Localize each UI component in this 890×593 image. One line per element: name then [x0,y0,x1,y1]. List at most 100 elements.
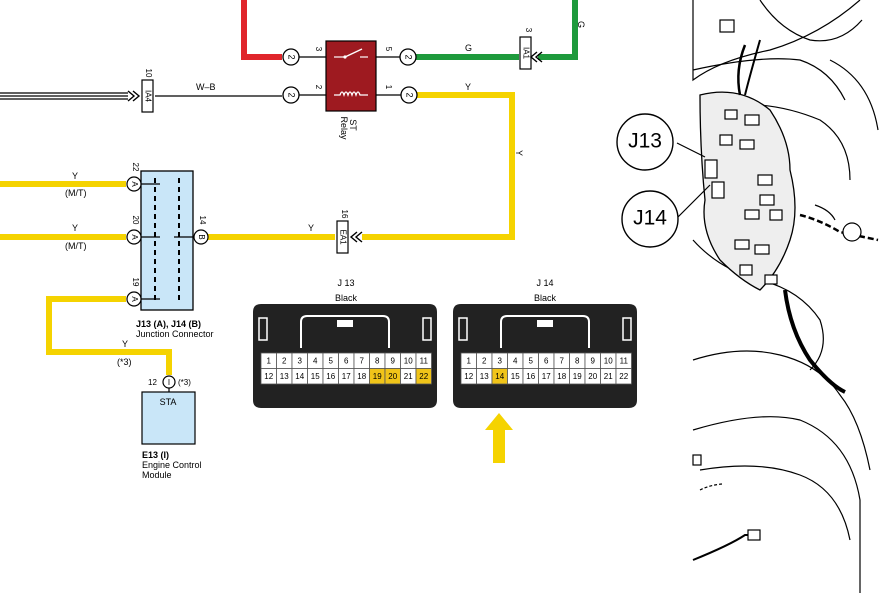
callout-j14-label: J14 [633,207,667,230]
connector-latch [500,315,590,348]
connector-pin-number: 18 [557,372,566,381]
connector-ea1-pin: 16 [340,210,349,219]
relay-terminal-red: 2 [282,48,300,66]
wires [0,0,578,375]
ecm-name-2: Module [142,470,172,480]
connector-ia4-pin: 10 [144,69,153,78]
callout-j13: J13 [616,113,674,171]
callout-j14: J14 [621,190,679,248]
wire-label-g-mid: G [465,43,472,53]
wire-label-wb: W–B [196,82,216,92]
ecm-body [141,391,196,445]
relay-terminal-yellow: 2 [400,86,418,104]
connector-pin-number: 18 [357,372,366,381]
connector-ia4: IA4 10 [127,69,154,113]
ecm-terminal: STA [160,397,177,407]
ecm-pin: 12 [148,378,157,387]
connector-pin-number: 3 [498,356,503,365]
junction-pin-14: 14 [198,216,207,225]
relay-terminal-green-num: 2 [404,54,414,59]
connector-pin-number: 21 [404,372,413,381]
connector-pin-number: 8 [575,356,580,365]
connector-pin-number: 9 [591,356,596,365]
wb-wire [0,92,282,100]
junction-letter-a22: A [130,181,139,187]
connector-pin-number: 11 [420,356,429,365]
wire-label-y-sta-note: (*3) [117,357,132,367]
wire-label-y-relay: Y [465,82,471,92]
connector-pin-number: 22 [619,372,628,381]
connector-pin-number: 5 [529,356,534,365]
relay-terminal-black-num: 2 [287,92,297,97]
connector-pin-number: 17 [542,372,551,381]
wire-label-g-top: G [576,21,586,28]
relay-pin-3: 3 [314,47,323,52]
relay-body [325,40,377,112]
connector-pin-number: 2 [282,356,287,365]
connector-pin-number: 15 [511,372,520,381]
connector-pin-cell [615,368,632,385]
connector-pin-number: 5 [329,356,334,365]
connector-ia1-label: IA1 [521,47,530,60]
wire-labels: G G W–B Y Y Y Y (M/T) Y (M/T) Y (*3) [65,21,586,367]
connector-pin-number: 7 [560,356,565,365]
connector-pin-number: 9 [391,356,396,365]
connector-pin-number: 12 [464,372,473,381]
connector-pin-number: 16 [326,372,335,381]
connector-pin-number: 19 [573,372,582,381]
connector-pin-number: 21 [604,372,613,381]
connector-latch [300,315,390,348]
connector-pin-number: 7 [360,356,365,365]
junction-title: J13 (A), J14 (B) [136,319,201,329]
connector-pin-number: 16 [526,372,535,381]
ecm-pin-note: (*3) [178,378,191,387]
callout-j13-label: J13 [628,130,662,153]
wire-label-y-sta: Y [122,339,128,349]
connector-pin-number: 15 [311,372,320,381]
wire-label-y-a22: Y [72,171,78,181]
connector-ia4-label: IA4 [143,90,152,103]
connector-pin-number: 8 [375,356,380,365]
connector-pin-cell [415,368,432,385]
junction-letter-a19: A [130,296,139,302]
connector-slot [258,317,268,341]
connector-pin-number: 13 [480,372,489,381]
ecm-name-1: Engine Control [142,460,202,470]
connector-ea1-label: EA1 [338,229,347,245]
red-wire [241,0,282,60]
ecm-code: E13 (I) [142,450,169,460]
connector-ea1: EA1 16 [336,210,363,254]
connector-pin-number: 6 [344,356,349,365]
relay-pin-5: 5 [384,47,393,52]
connector-pin-number: 14 [495,372,504,381]
connector-pin-number: 2 [482,356,487,365]
highlight-arrow [485,413,513,463]
junction-body [140,170,194,311]
wire-label-y-vertical: Y [514,150,524,156]
relay-pin-2: 2 [314,85,323,90]
connector-slot [458,317,468,341]
relay-sub: Relay [339,116,349,140]
engine-control-module: I 12 (*3) STA E13 (I) Engine Control Mod… [141,375,202,480]
connector-tab [337,320,353,327]
relay-terminal-yellow-num: 2 [405,92,415,97]
connector-view-color: Black [534,293,557,303]
connector-ia1-pin: 3 [524,28,533,33]
relay-pin-1: 1 [384,85,393,90]
connector-tab [537,320,553,327]
junction-letter-b14: B [197,234,206,239]
connector-pin-number: 11 [620,356,629,365]
st-relay: 2 2 2 2 3 5 2 1 ST Rel [282,40,418,140]
connector-ia1: IA1 3 [519,28,543,70]
yellow-sta-wire [46,296,172,375]
location-drawing [676,0,879,593]
green-wire-riser [538,0,578,60]
connector-pin-number: 17 [342,372,351,381]
connector-view-color: Black [335,293,358,303]
connector-pin-number: 20 [388,372,397,381]
connector-pin-number: 14 [295,372,304,381]
connector-pin-number: 10 [404,356,413,365]
connector-pin-number: 3 [298,356,303,365]
